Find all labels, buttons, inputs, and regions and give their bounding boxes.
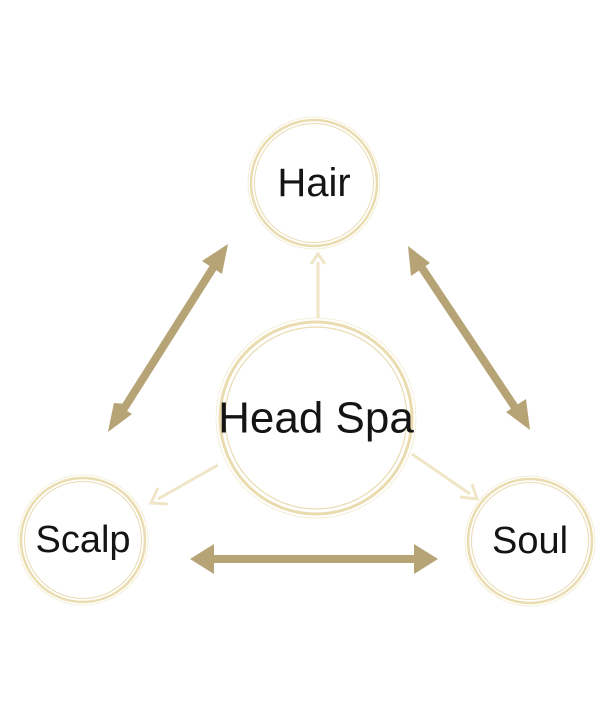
scalp-hair-double-arrow [108, 244, 228, 432]
scalp-soul-double-arrow [190, 544, 438, 574]
center-to-soul-arrow [411, 452, 480, 501]
hair-label: Hair [277, 161, 350, 205]
soul-node: Soul [464, 475, 596, 607]
center-to-hair-arrow [309, 251, 327, 318]
center-to-scalp-arrow [148, 463, 219, 506]
soul-label: Soul [492, 520, 568, 562]
hair-node: Hair [247, 116, 381, 250]
scalp-node: Scalp [17, 474, 149, 606]
head-spa-label: Head Spa [218, 394, 414, 443]
scalp-label: Scalp [35, 519, 130, 561]
head-spa-node: Head Spa [215, 317, 417, 519]
hair-soul-double-arrow [408, 246, 530, 430]
